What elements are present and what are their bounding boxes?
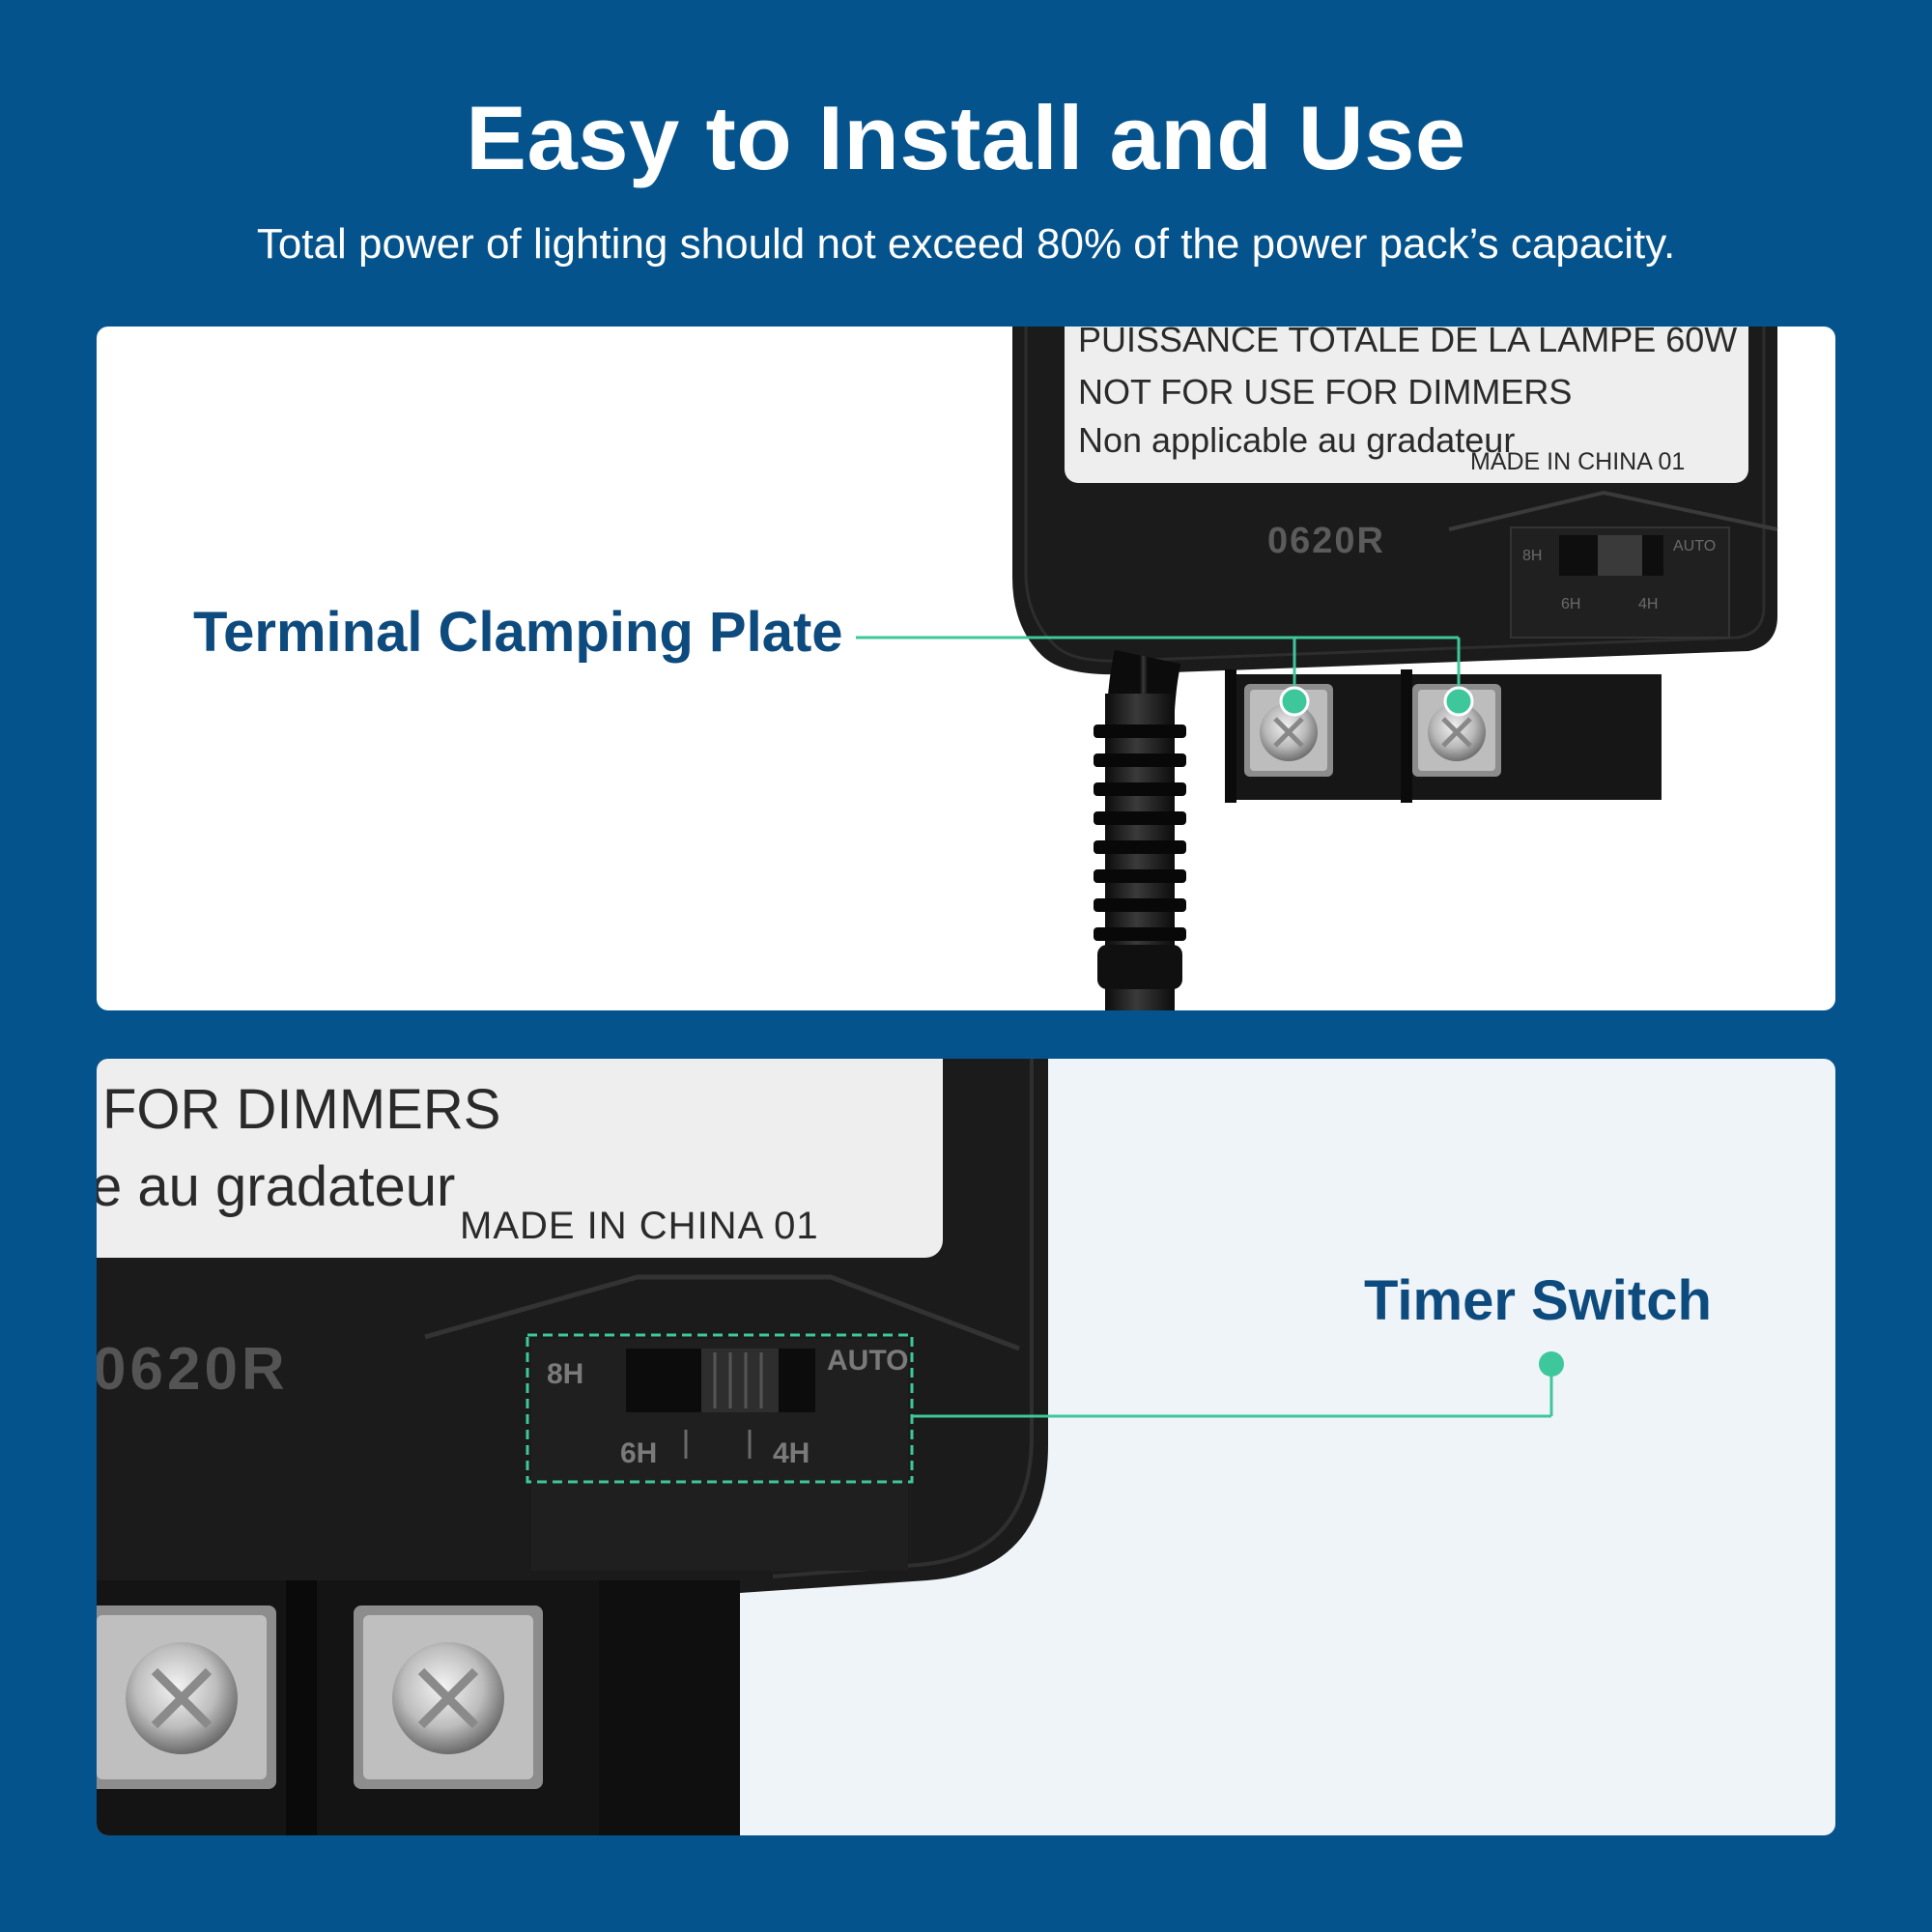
switch-label-8h: 8H [1522, 548, 1542, 564]
model-number: 0620R [97, 1336, 289, 1403]
switch-label-6h: 6H [620, 1437, 657, 1469]
label-line-3: Non applicable au gradateur [1078, 420, 1515, 460]
made-in-label: MADE IN CHINA 01 [460, 1205, 819, 1247]
timer-device-illustration: FOR DIMMERS e au gradateur MADE IN CHINA… [97, 1059, 1564, 1835]
terminal-photo-panel: PUISSANCE TOTALE DE LA LAMPE 60W NOT FOR… [97, 327, 1835, 1010]
label-line-1: PUISSANCE TOTALE DE LA LAMPE 60W [1078, 327, 1737, 359]
label-line-1: FOR DIMMERS [102, 1078, 500, 1141]
timer-switch-knob[interactable] [701, 1349, 779, 1412]
timer-photo-panel: FOR DIMMERS e au gradateur MADE IN CHINA… [97, 1059, 1835, 1835]
switch-label-auto: AUTO [827, 1345, 908, 1377]
made-in-label: MADE IN CHINA 01 [1470, 448, 1685, 475]
model-number: 0620R [1267, 521, 1385, 561]
timer-switch-callout: Timer Switch [1364, 1269, 1712, 1332]
terminal-clamping-plate-callout: Terminal Clamping Plate [193, 601, 843, 664]
switch-label-8h: 8H [547, 1358, 583, 1390]
page-title: Easy to Install and Use [466, 87, 1466, 188]
timer-switch-highlight [526, 1333, 914, 1484]
switch-label-4h: 4H [773, 1437, 810, 1469]
switch-label-auto: AUTO [1673, 538, 1716, 554]
terminal-screw-2 [1412, 684, 1501, 777]
label-line-2: e au gradateur [97, 1155, 455, 1218]
terminal-screw-1 [97, 1605, 276, 1789]
page-subtitle: Total power of lighting should not excee… [256, 220, 1676, 268]
label-line-2: NOT FOR USE FOR DIMMERS [1078, 372, 1572, 412]
terminal-callout-leader [856, 636, 1474, 717]
switch-label-4h: 4H [1638, 596, 1658, 612]
device-label [97, 1059, 943, 1258]
device-label [1065, 327, 1748, 483]
terminal-device-illustration: PUISSANCE TOTALE DE LA LAMPE 60W NOT FOR… [856, 327, 1778, 1010]
timer-callout-leader [912, 1351, 1564, 1418]
terminal-screw-1 [1244, 684, 1333, 777]
terminal-screw-2 [354, 1605, 543, 1789]
switch-label-6h: 6H [1561, 596, 1580, 612]
